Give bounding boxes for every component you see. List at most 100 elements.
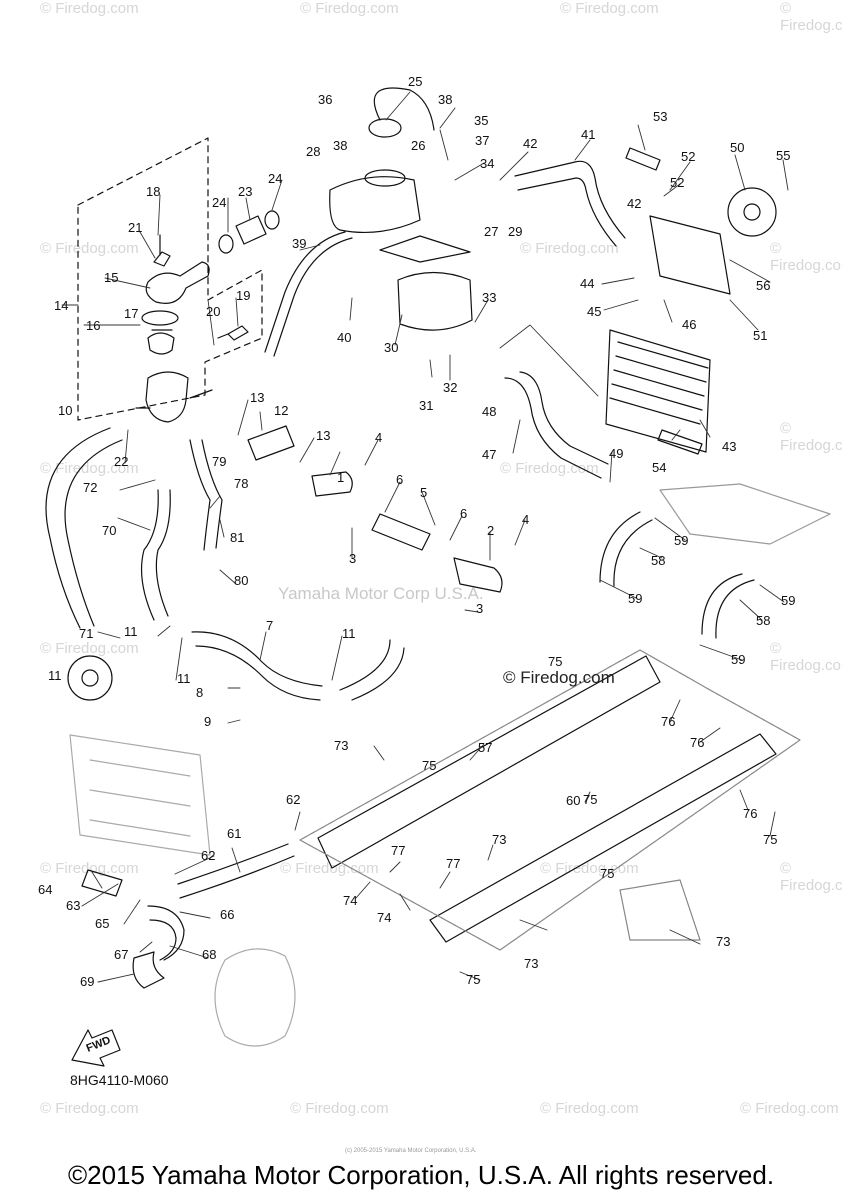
breather-hose-36 [373,87,435,131]
filler-neck [364,169,406,187]
hose-78 [189,439,223,551]
pipe-11-right [339,639,405,701]
firedog-watermark: © Firedog.com [40,0,139,17]
callout-40: 40 [337,330,351,345]
firedog-watermark: © Firedog.com [540,1100,639,1117]
radiator [605,329,711,453]
callout-75: 75 [548,654,562,669]
callout-42: 42 [523,136,537,151]
callout-62: 62 [286,792,300,807]
thermostat-cover [145,261,210,304]
callout-36: 36 [318,92,332,107]
callout-77: 77 [391,843,405,858]
pipe-1 [311,471,353,497]
hose-61 [177,843,295,899]
callout-24: 24 [212,195,226,210]
callout-76: 76 [743,806,757,821]
callout-65: 65 [95,916,109,931]
rear-bracket [619,879,701,941]
callout-41: 41 [581,127,595,142]
callout-75: 75 [600,866,614,881]
hose-58-upper [599,511,653,587]
callout-6: 6 [460,506,467,521]
reservoir-cap [368,118,402,138]
gasket-ring [141,310,179,326]
firedog-watermark: © Firedog.com [740,1100,839,1117]
hose-23 [235,215,267,245]
callout-68: 68 [202,947,216,962]
clamp-24-a [218,234,234,254]
callout-11: 11 [342,626,356,641]
callout-74: 74 [343,893,357,908]
radiator-hose-41 [514,160,626,247]
callout-46: 46 [682,317,696,332]
firedog-watermark: © Firedog.com [40,640,139,657]
heat-exchanger-60 [429,733,777,943]
callout-52: 52 [670,175,684,190]
firedog-label: © Firedog.com [503,668,615,687]
hose-7 [191,631,323,701]
hose-5 [371,513,431,551]
callout-51: 51 [753,328,767,343]
callout-10: 10 [58,403,72,418]
callout-20: 20 [206,304,220,319]
radiator-fins [609,341,709,425]
callout-50: 50 [730,140,744,155]
callout-66: 66 [220,907,234,922]
callout-79: 79 [212,454,226,469]
callout-45: 45 [587,304,601,319]
callout-6: 6 [396,472,403,487]
water-pump [67,655,113,701]
firedog-watermark: © Firedog.com [40,860,139,877]
callout-71: 71 [79,626,93,641]
callout-1: 1 [337,470,344,485]
callout-13: 13 [250,390,264,405]
callout-59: 59 [781,593,795,608]
callout-17: 17 [124,306,138,321]
callout-26: 26 [411,138,425,153]
callout-67: 67 [114,947,128,962]
callout-11: 11 [124,624,138,639]
callout-12: 12 [274,403,288,418]
callout-56: 56 [756,278,770,293]
firedog-watermark: © Firedog.com [280,860,379,877]
callout-72: 72 [83,480,97,495]
hose-10 [45,427,123,629]
overflow-tank [397,271,473,331]
callout-35: 35 [474,113,488,128]
firedog-watermark: © Firedog.com [770,640,842,674]
callout-5: 5 [420,485,427,500]
hose-70 [140,489,171,621]
callout-54: 54 [652,460,666,475]
radiator-hose-47 [504,371,609,479]
callout-4: 4 [522,512,529,527]
firedog-watermark: © Firedog.com [540,860,639,877]
callout-49: 49 [609,446,623,461]
callout-73: 73 [716,934,730,949]
callout-62: 62 [201,848,215,863]
firedog-watermark: © Firedog.com [40,460,139,477]
callout-19: 19 [236,288,250,303]
fwd-label: FWD [85,1034,113,1055]
callout-63: 63 [66,898,80,913]
firedog-watermark: © Firedog.com [780,0,842,34]
callout-75: 75 [422,758,436,773]
callout-13: 13 [316,428,330,443]
callout-23: 23 [238,184,252,199]
bracket-outline [299,649,801,951]
callout-33: 33 [482,290,496,305]
callout-70: 70 [102,523,116,538]
callout-61: 61 [227,826,241,841]
callout-47: 47 [482,447,496,462]
callout-52: 52 [681,149,695,164]
firedog-watermark: © Firedog.com [560,0,659,17]
engine-case [214,948,296,1047]
water-pump-center [81,669,99,687]
firedog-watermark: © Firedog.com [770,240,842,274]
fwd-arrow [71,1029,121,1067]
callout-16: 16 [86,318,100,333]
callout-59: 59 [628,591,642,606]
callout-2: 2 [487,523,494,538]
hose-39 [264,231,353,357]
